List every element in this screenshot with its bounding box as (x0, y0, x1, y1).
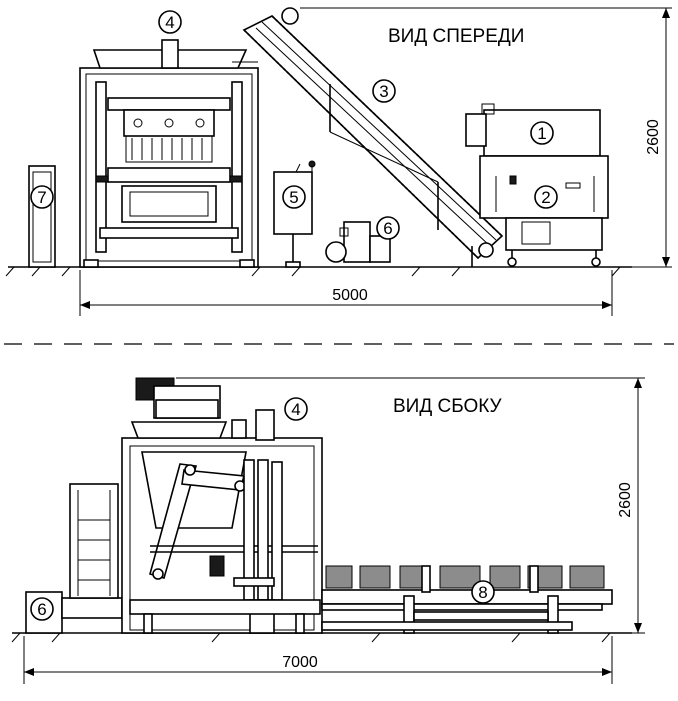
press-stamp-teeth (125, 135, 213, 163)
block-4 (439, 565, 481, 589)
block-2 (359, 565, 391, 589)
block-5 (489, 565, 521, 589)
pump-station (325, 221, 391, 263)
callout-6-side: 6 (30, 597, 54, 621)
control-cabinet (28, 165, 56, 268)
front-view: ВИД СПЕРЕДИ (5, 7, 672, 316)
side-ground-line (11, 632, 632, 643)
svg-text:3: 3 (379, 82, 388, 101)
svg-text:1: 1 (537, 124, 546, 143)
front-height-label: 2600 (645, 119, 662, 155)
block-7 (569, 565, 605, 589)
callout-3: 3 (372, 79, 396, 103)
front-width-label: 5000 (332, 287, 368, 304)
callout-6-front: 6 (376, 216, 400, 240)
front-height-dimension: 2600 (300, 7, 672, 268)
side-width-label: 7000 (282, 654, 318, 671)
front-view-title: ВИД СПЕРЕДИ (388, 26, 524, 47)
svg-text:7: 7 (37, 188, 46, 207)
operator-console (273, 160, 316, 268)
callout-4-front: 4 (158, 10, 182, 34)
callout-1: 1 (530, 121, 554, 145)
pallet-magazine (69, 483, 119, 599)
side-width-dimension: 7000 (23, 636, 613, 684)
svg-text:4: 4 (291, 400, 300, 419)
belt-conveyor (232, 7, 504, 267)
svg-text:6: 6 (383, 219, 392, 238)
callout-8: 8 (471, 580, 495, 604)
callout-5: 5 (282, 185, 306, 209)
front-width-dimension: 5000 (79, 270, 613, 316)
press-frame-side (121, 377, 323, 634)
callout-7: 7 (30, 185, 54, 209)
svg-text:8: 8 (478, 583, 487, 602)
svg-text:4: 4 (165, 13, 174, 32)
block-press-machine (79, 39, 259, 268)
side-view-title: ВИД СБОКУ (393, 396, 503, 417)
conveyor-top-roller (281, 7, 299, 25)
conveyor-bottom-roller (478, 242, 494, 258)
svg-text:5: 5 (289, 188, 298, 207)
front-ground-line (5, 266, 632, 277)
block-output-conveyor (321, 565, 613, 634)
svg-text:2: 2 (541, 188, 550, 207)
side-view: ВИД СБОКУ (11, 377, 645, 684)
side-height-dimension: 2600 (176, 377, 645, 634)
callout-2: 2 (534, 185, 558, 209)
svg-text:6: 6 (37, 600, 46, 619)
side-height-label: 2600 (617, 482, 634, 518)
block-1 (325, 565, 353, 589)
callout-4-side: 4 (284, 397, 308, 421)
